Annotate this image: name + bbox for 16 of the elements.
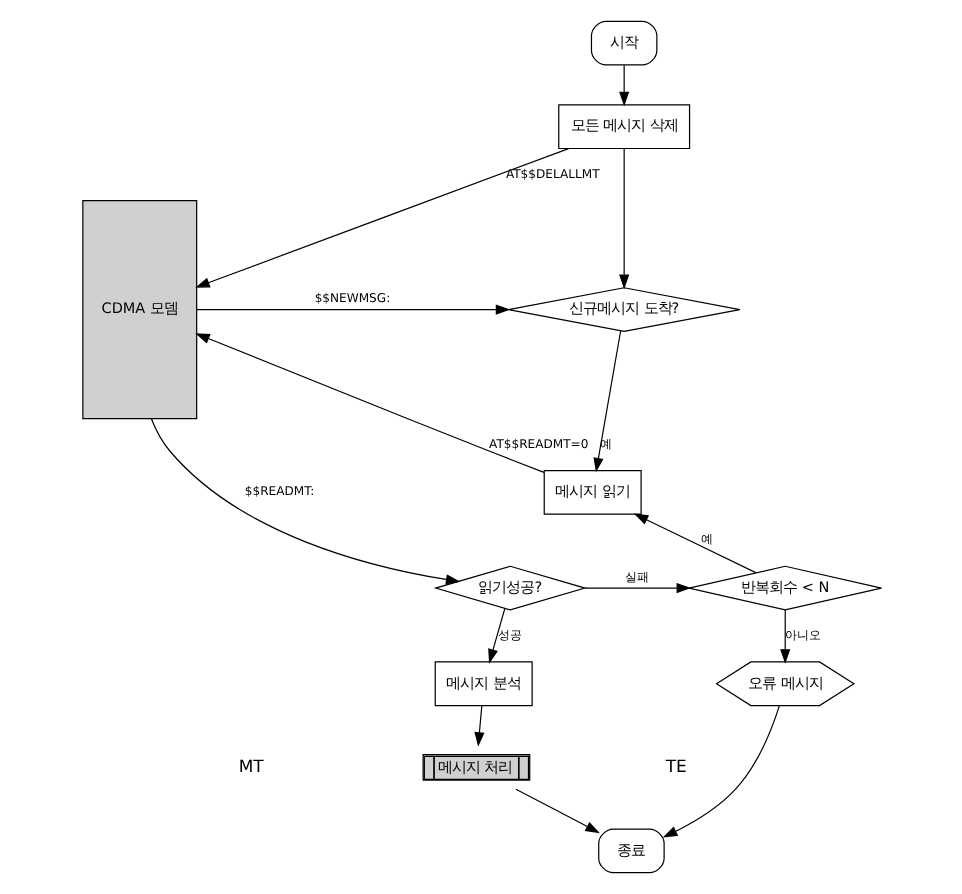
arrow (779, 609, 790, 664)
arrow (487, 608, 505, 664)
label: MT (237, 755, 263, 776)
arrow (583, 583, 691, 594)
arrow (194, 148, 569, 288)
arrow (661, 705, 779, 838)
arrow (473, 705, 484, 747)
arrow (618, 148, 629, 290)
arrow (618, 64, 629, 107)
arrow (149, 418, 460, 585)
arrow (632, 513, 756, 574)
arrow (194, 333, 544, 473)
label: TE (664, 755, 686, 776)
arrow (195, 304, 510, 315)
arrow (514, 788, 599, 834)
arrow (592, 330, 621, 473)
